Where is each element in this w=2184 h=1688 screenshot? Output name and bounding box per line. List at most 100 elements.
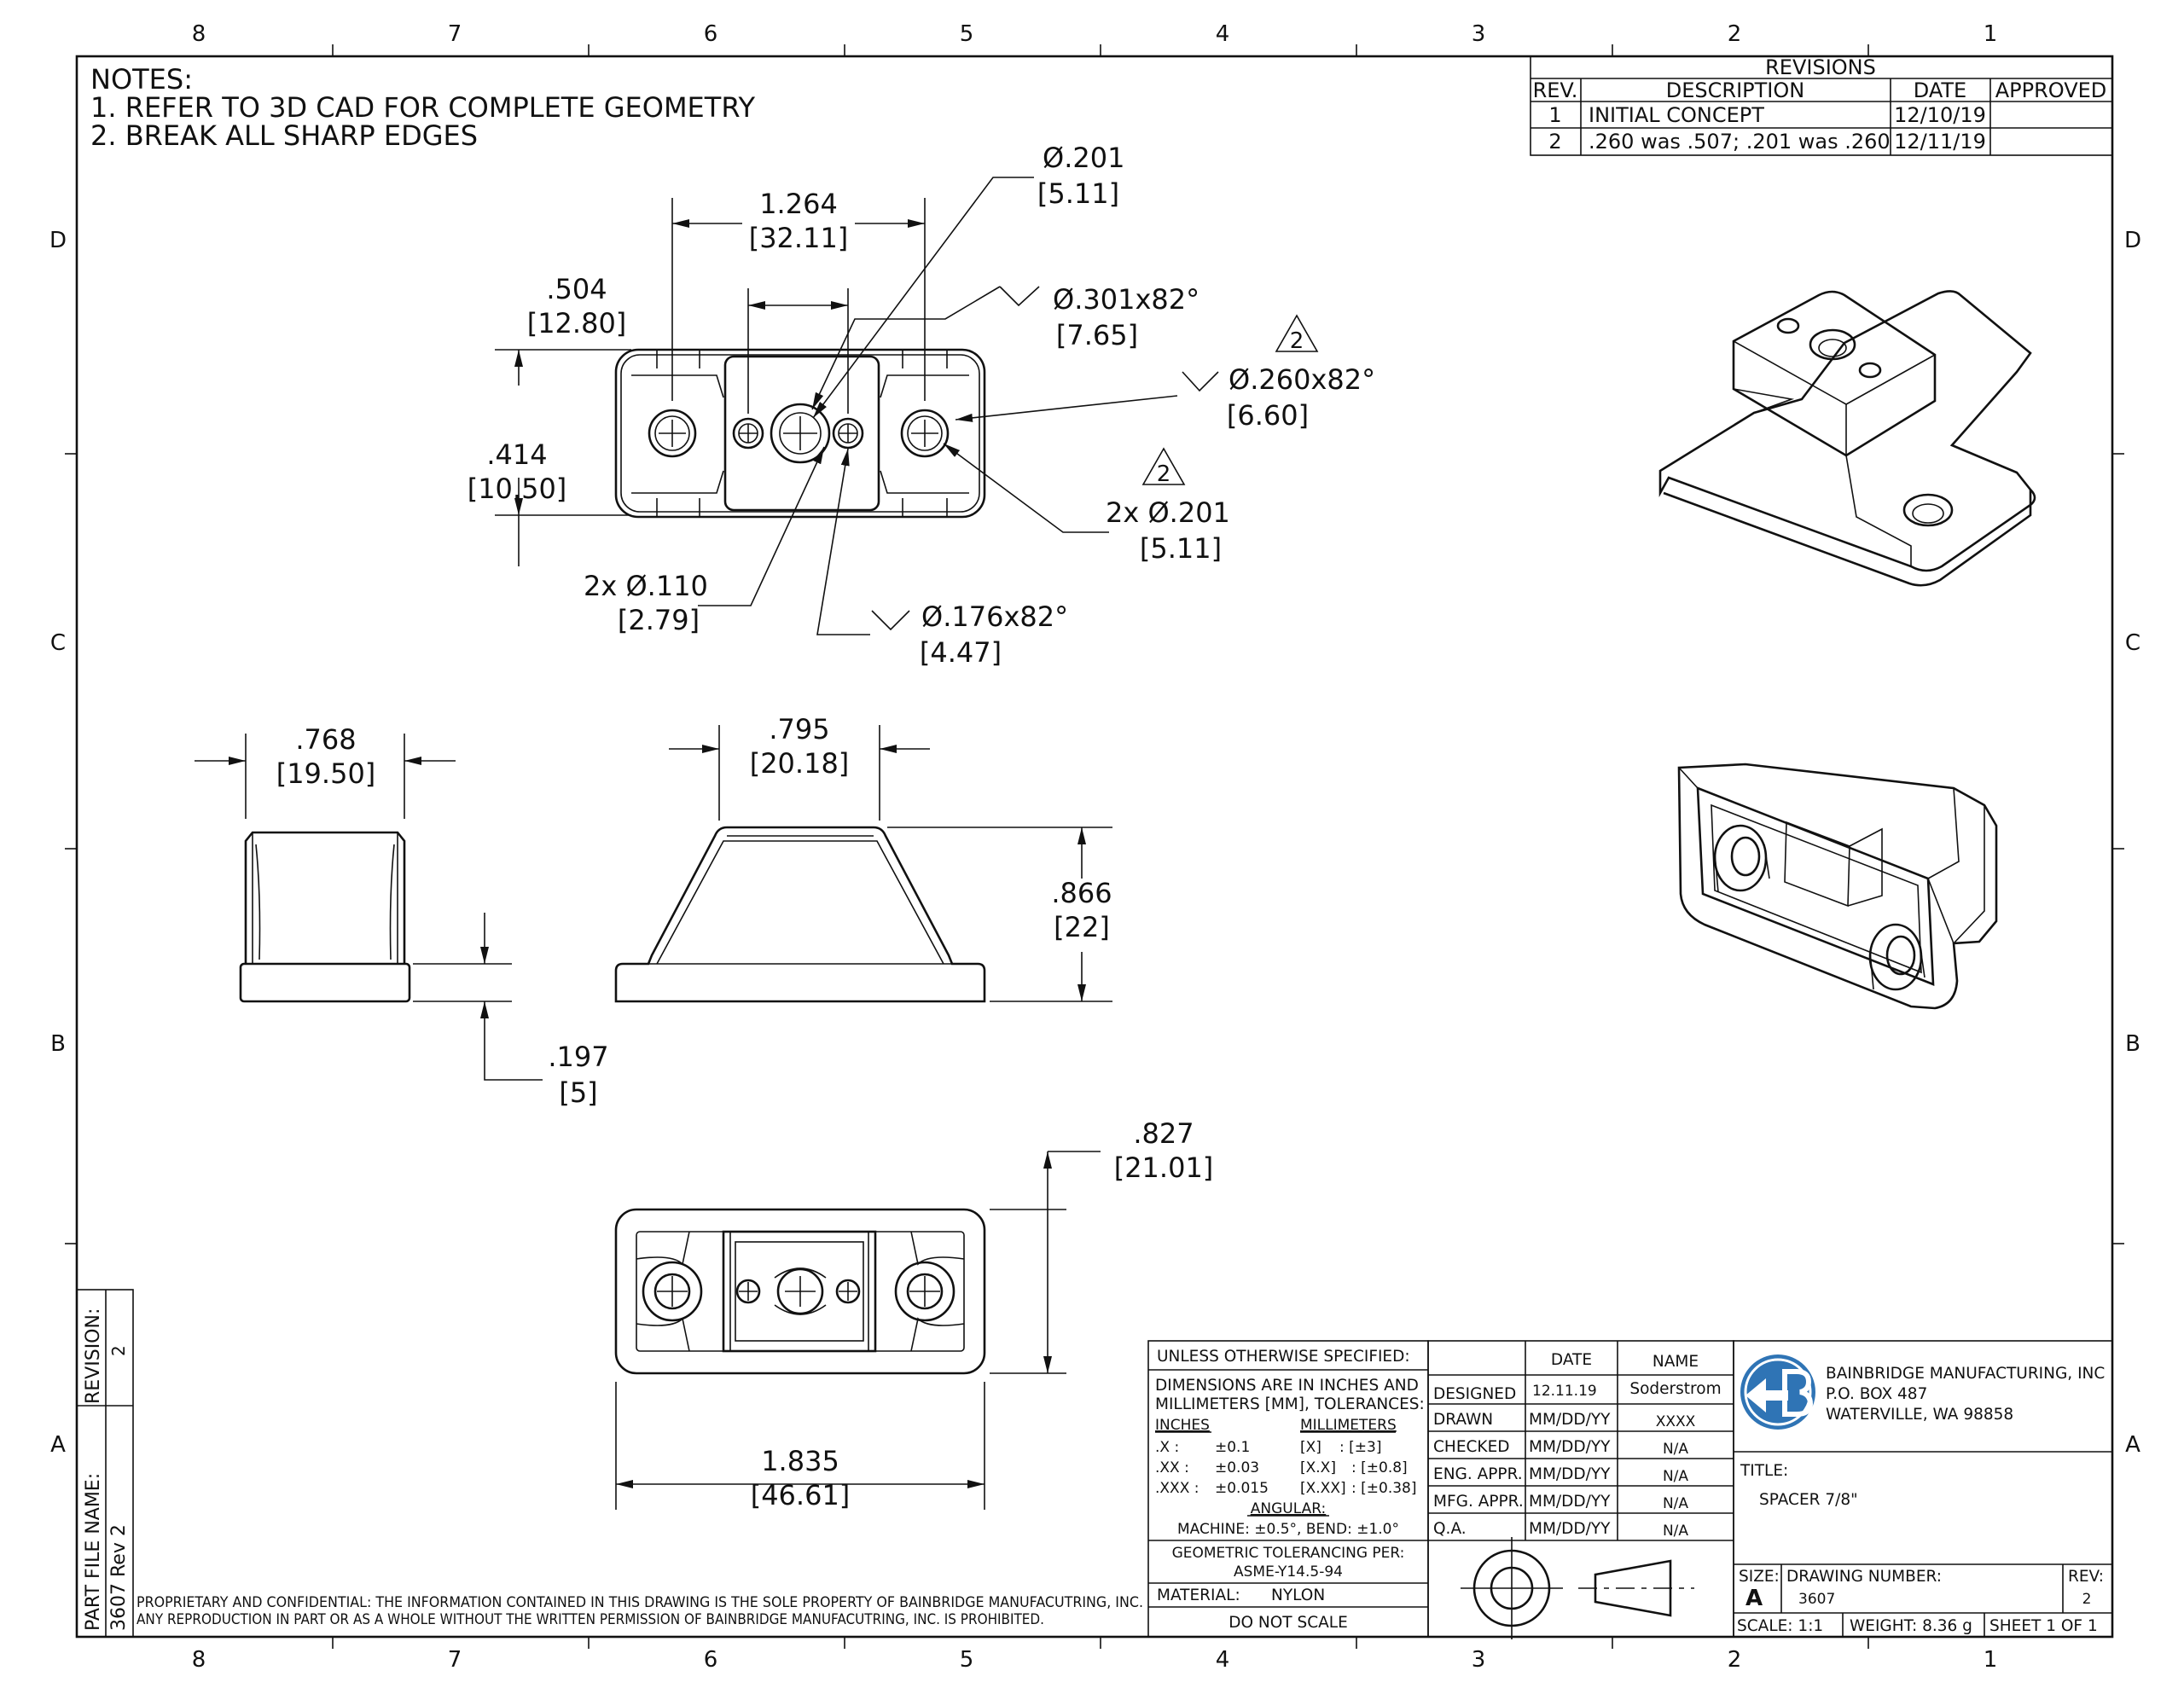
- revision-2-description: .260 was .507; .201 was .260: [1589, 130, 1891, 154]
- approval-eng-role: ENG. APPR.: [1433, 1465, 1523, 1483]
- dim-866-mm: [22]: [1054, 911, 1110, 943]
- revision-1-rev: 1: [1548, 103, 1561, 127]
- top-view: 1.264 [32.11] .504 [12.80] .414 [10.50] …: [468, 142, 1375, 669]
- zone-row-a-right: A: [2125, 1432, 2140, 1458]
- dim-827-in: .827: [1133, 1117, 1194, 1150]
- scale-value: SCALE: 1:1: [1737, 1617, 1823, 1635]
- tol-row-3-mm-key: [X.XX]: [1300, 1480, 1346, 1497]
- hole-small-left-110: [732, 417, 764, 450]
- callout-csk301-mm: [7.65]: [1056, 319, 1138, 351]
- diameter-symbol: Ø: [1043, 142, 1064, 174]
- callout-2x201-qty: 2x: [1106, 496, 1139, 529]
- callout-csk260-in: Ø.260x82°: [1228, 363, 1375, 396]
- callout-csk301-in: Ø.301x82°: [1053, 283, 1199, 316]
- bottom-hole-left: [642, 1261, 703, 1322]
- front-view: .795 [20.18] .866 [22]: [614, 713, 1112, 1003]
- tolerance-angular-label: ANGULAR:: [1251, 1500, 1326, 1517]
- iso-hole-flange: [1902, 493, 1954, 527]
- callout-2x110-mm: [2.79]: [618, 604, 700, 636]
- sheet-value: SHEET 1 OF 1: [1989, 1617, 2098, 1635]
- revision-1-description: INITIAL CONCEPT: [1589, 103, 1764, 127]
- callout-2x110-value: .110: [648, 570, 708, 602]
- title-block: UNLESS OTHERWISE SPECIFIED: DIMENSIONS A…: [1147, 1340, 2113, 1639]
- bottom-hole-right: [894, 1261, 956, 1322]
- approval-drawn-date: MM/DD/YY: [1529, 1411, 1611, 1429]
- callout-csk301-value: .301x82°: [1074, 283, 1199, 316]
- dim-504-in: .504: [546, 273, 607, 305]
- callout-201-in: Ø.201: [1043, 142, 1124, 174]
- zone-row-a-left: A: [50, 1432, 66, 1458]
- approval-qa-role: Q.A.: [1433, 1520, 1467, 1538]
- dim-197-in: .197: [548, 1041, 608, 1073]
- zone-col-6-bottom: 6: [704, 1647, 718, 1673]
- hole-left-201: [648, 409, 697, 458]
- zone-col-6-top: 6: [704, 21, 718, 47]
- hole-right-201: [900, 409, 950, 458]
- revisions-table: REVISIONS REV. DESCRIPTION DATE APPROVED…: [1530, 55, 2113, 156]
- description-col-header: DESCRIPTION: [1666, 78, 1804, 102]
- side-revision-value: 2: [108, 1345, 129, 1356]
- tol-row-1-mm-key: [X]: [1300, 1439, 1321, 1456]
- dim-197-mm: [5]: [559, 1076, 597, 1109]
- gt-line-1: GEOMETRIC TOLERANCING PER:: [1172, 1545, 1405, 1562]
- tolerance-angular-value: MACHINE: ±0.5°, BEND: ±1.0°: [1177, 1521, 1399, 1538]
- size-value: A: [1745, 1586, 1763, 1611]
- material-value: NYLON: [1271, 1586, 1325, 1604]
- iso-bottom-boss-right: [1868, 923, 1926, 991]
- tol-row-2-in-key: .XX :: [1155, 1459, 1189, 1476]
- dim-768-mm: [19.50]: [276, 757, 376, 790]
- weight-value: WEIGHT: 8.36 g: [1850, 1617, 1972, 1635]
- tol-row-2-mm-val: : [±0.8]: [1351, 1459, 1408, 1476]
- dim-504-mm: [12.80]: [527, 307, 627, 339]
- hole-small-right-110: [832, 417, 864, 450]
- bottom-view: .827 [21.01] 1.835 [46.61]: [614, 1117, 1213, 1511]
- rev-value: 2: [2082, 1591, 2092, 1608]
- dim-866-in: .866: [1051, 877, 1112, 909]
- dim-795-mm: [20.18]: [750, 747, 850, 780]
- callout-csk176-in: Ø.176x82°: [921, 600, 1068, 633]
- tolerance-header: UNLESS OTHERWISE SPECIFIED:: [1157, 1348, 1410, 1366]
- zone-row-c-right: C: [2125, 630, 2140, 656]
- approval-eng-date: MM/DD/YY: [1529, 1465, 1611, 1483]
- zone-col-1-bottom: 1: [1984, 1647, 1998, 1673]
- diameter-symbol: Ø: [1228, 363, 1250, 396]
- proprietary-line-1: PROPRIETARY AND CONFIDENTIAL: THE INFORM…: [136, 1594, 1143, 1611]
- zone-col-4-bottom: 4: [1216, 1647, 1230, 1673]
- diameter-symbol: Ø: [625, 570, 647, 602]
- approval-qa-name: N/A: [1663, 1523, 1688, 1540]
- callout-csk176-value: .176x82°: [943, 600, 1068, 633]
- approvals-date-header: DATE: [1551, 1351, 1592, 1369]
- zone-row-b-right: B: [2125, 1031, 2140, 1057]
- zone-col-1-top: 1: [1984, 21, 1998, 47]
- note-1: 1. REFER TO 3D CAD FOR COMPLETE GEOMETRY: [90, 91, 756, 124]
- proprietary-notice: PROPRIETARY AND CONFIDENTIAL: THE INFORM…: [136, 1594, 1143, 1628]
- revision-1-date: 12/10/19: [1894, 103, 1986, 127]
- dim-1835-mm: [46.61]: [751, 1479, 851, 1511]
- bottom-hole-center: [774, 1267, 827, 1315]
- tolerance-inches-label: INCHES: [1155, 1417, 1210, 1434]
- company-logo: [1740, 1354, 1815, 1430]
- diameter-symbol: Ø: [921, 600, 943, 633]
- drawing-border: [65, 44, 2124, 1649]
- callout-201-value: .201: [1064, 142, 1124, 174]
- tolerance-line-1: DIMENSIONS ARE IN INCHES AND: [1155, 1377, 1419, 1395]
- approval-designed-date: 12.11.19: [1532, 1383, 1597, 1400]
- approval-eng-name: N/A: [1663, 1468, 1688, 1485]
- tol-row-1-mm-val: : [±3]: [1339, 1439, 1381, 1456]
- approval-drawn-name: XXXX: [1656, 1413, 1696, 1430]
- dim-795-in: .795: [769, 713, 829, 745]
- hole-center-csk-301: [770, 403, 831, 464]
- iso-hole-top-small-1: [1776, 317, 1800, 334]
- revision-marker-top: 2: [1290, 328, 1304, 354]
- drawing-number-label: DRAWING NUMBER:: [1786, 1568, 1942, 1586]
- zone-row-d-right: D: [2124, 228, 2141, 253]
- zone-row-d-left: D: [49, 228, 67, 253]
- approval-designed-name: Soderstrom: [1629, 1380, 1721, 1398]
- title-label: TITLE:: [1740, 1462, 1788, 1480]
- approval-mfg-role: MFG. APPR.: [1433, 1493, 1524, 1511]
- zone-col-7-top: 7: [448, 21, 462, 47]
- rev-label: REV:: [2068, 1568, 2104, 1586]
- bottom-hole-small-right: [835, 1279, 861, 1304]
- zone-col-2-bottom: 2: [1728, 1647, 1742, 1673]
